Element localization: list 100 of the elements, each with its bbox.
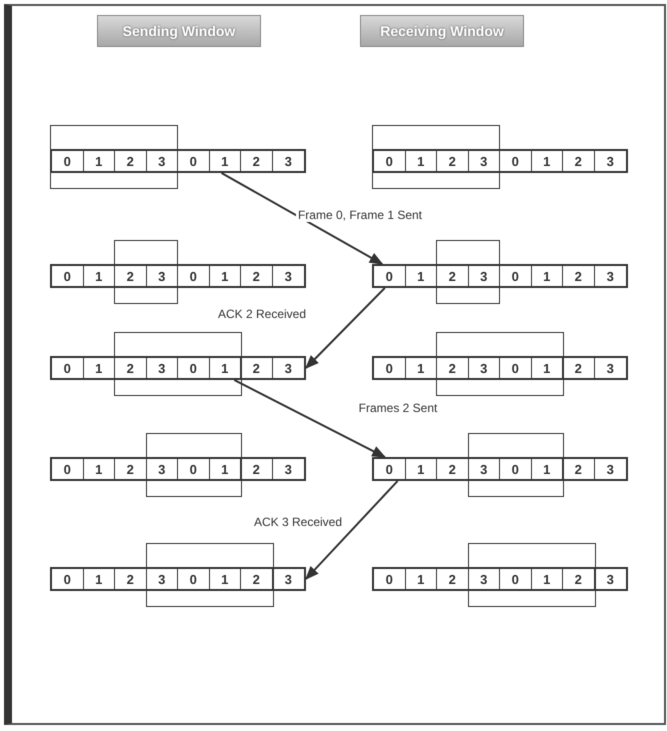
sequence-cell: 0 bbox=[52, 569, 84, 589]
sequence-strip bbox=[50, 356, 306, 380]
sequence-cell: 0 bbox=[500, 569, 532, 589]
sequence-cell: 1 bbox=[406, 151, 437, 171]
window-frame bbox=[114, 240, 178, 304]
window-frame bbox=[50, 125, 178, 189]
sequence-cell: 0 bbox=[374, 569, 406, 589]
sequence-cell: 1 bbox=[210, 459, 241, 479]
sequence-strip bbox=[372, 457, 628, 481]
window-frame bbox=[372, 125, 500, 189]
sequence-cell: 3 bbox=[468, 151, 500, 171]
header-box: Receiving Window bbox=[360, 15, 524, 47]
sequence-cell: 2 bbox=[115, 569, 146, 589]
sequence-cell: 1 bbox=[532, 358, 563, 378]
sequence-cell: 0 bbox=[374, 459, 406, 479]
sequence-cell: 2 bbox=[241, 569, 272, 589]
sequence-cell: 0 bbox=[52, 358, 84, 378]
sequence-cell: 3 bbox=[468, 358, 500, 378]
sequence-cell: 1 bbox=[210, 151, 241, 171]
sequence-cell: 3 bbox=[468, 459, 500, 479]
sequence-cell: 3 bbox=[594, 459, 626, 479]
sequence-cell: 1 bbox=[210, 569, 241, 589]
sequence-cell: 1 bbox=[532, 459, 563, 479]
sequence-cell: 1 bbox=[210, 266, 241, 286]
sequence-cell: 2 bbox=[563, 266, 594, 286]
edge-label: Frame 0, Frame 1 Sent bbox=[296, 208, 424, 222]
sequence-cell: 3 bbox=[468, 569, 500, 589]
sequence-strip bbox=[50, 264, 306, 288]
arrow bbox=[305, 287, 386, 369]
sequence-cell: 0 bbox=[178, 358, 210, 378]
sequence-cell: 2 bbox=[437, 151, 468, 171]
sequence-strip bbox=[372, 567, 628, 591]
arrow bbox=[305, 480, 398, 580]
sequence-cell: 2 bbox=[115, 459, 146, 479]
sequence-cell: 2 bbox=[563, 358, 594, 378]
sequence-cell: 0 bbox=[52, 266, 84, 286]
sequence-cell: 0 bbox=[178, 151, 210, 171]
sequence-cell: 1 bbox=[84, 569, 115, 589]
window-frame bbox=[436, 240, 500, 304]
sequence-strip bbox=[372, 149, 628, 173]
sequence-strip bbox=[50, 567, 306, 591]
sequence-cell: 0 bbox=[500, 266, 532, 286]
sequence-cell: 2 bbox=[563, 459, 594, 479]
sequence-cell: 0 bbox=[178, 266, 210, 286]
sequence-cell: 0 bbox=[374, 358, 406, 378]
sequence-strip bbox=[372, 264, 628, 288]
sequence-cell: 3 bbox=[594, 266, 626, 286]
window-frame bbox=[468, 433, 564, 497]
sequence-strip bbox=[372, 356, 628, 380]
arrow bbox=[221, 172, 384, 265]
sequence-cell: 2 bbox=[437, 266, 468, 286]
sequence-cell: 3 bbox=[146, 569, 178, 589]
sequence-cell: 1 bbox=[84, 459, 115, 479]
sequence-cell: 0 bbox=[500, 151, 532, 171]
sequence-cell: 3 bbox=[146, 358, 178, 378]
sequence-cell: 0 bbox=[178, 569, 210, 589]
edge-label: Frames 2 Sent bbox=[356, 401, 440, 415]
sequence-cell: 1 bbox=[532, 151, 563, 171]
header-box: Sending Window bbox=[97, 15, 261, 47]
sequence-cell: 2 bbox=[437, 358, 468, 378]
sequence-cell: 2 bbox=[241, 358, 272, 378]
sequence-cell: 3 bbox=[594, 569, 626, 589]
sequence-cell: 3 bbox=[594, 358, 626, 378]
sequence-strip bbox=[50, 149, 306, 173]
sequence-cell: 2 bbox=[241, 151, 272, 171]
sequence-cell: 2 bbox=[563, 569, 594, 589]
edge-label: ACK 3 Received bbox=[252, 515, 344, 529]
sequence-cell: 2 bbox=[437, 569, 468, 589]
sequence-cell: 0 bbox=[52, 151, 84, 171]
sequence-cell: 1 bbox=[84, 266, 115, 286]
sequence-cell: 3 bbox=[272, 459, 304, 479]
window-frame bbox=[146, 543, 274, 607]
sequence-cell: 3 bbox=[594, 151, 626, 171]
sequence-cell: 3 bbox=[272, 151, 304, 171]
sequence-cell: 2 bbox=[563, 151, 594, 171]
sequence-cell: 2 bbox=[241, 266, 272, 286]
sequence-cell: 2 bbox=[115, 151, 146, 171]
sequence-cell: 3 bbox=[272, 569, 304, 589]
edge-label: ACK 2 Received bbox=[216, 307, 308, 321]
sequence-cell: 0 bbox=[500, 358, 532, 378]
sequence-cell: 3 bbox=[272, 358, 304, 378]
sequence-cell: 0 bbox=[500, 459, 532, 479]
sequence-cell: 0 bbox=[374, 266, 406, 286]
sequence-cell: 1 bbox=[84, 151, 115, 171]
sequence-cell: 1 bbox=[210, 358, 241, 378]
sequence-cell: 3 bbox=[146, 459, 178, 479]
window-frame bbox=[146, 433, 242, 497]
sequence-cell: 2 bbox=[115, 358, 146, 378]
sequence-cell: 0 bbox=[52, 459, 84, 479]
sequence-cell: 3 bbox=[468, 266, 500, 286]
sequence-cell: 1 bbox=[406, 358, 437, 378]
sequence-cell: 2 bbox=[241, 459, 272, 479]
sequence-cell: 1 bbox=[406, 569, 437, 589]
sequence-cell: 1 bbox=[532, 266, 563, 286]
sequence-cell: 1 bbox=[84, 358, 115, 378]
sequence-cell: 2 bbox=[115, 266, 146, 286]
sequence-cell: 1 bbox=[406, 459, 437, 479]
sequence-cell: 3 bbox=[146, 151, 178, 171]
sequence-cell: 3 bbox=[146, 266, 178, 286]
window-frame bbox=[114, 332, 242, 396]
